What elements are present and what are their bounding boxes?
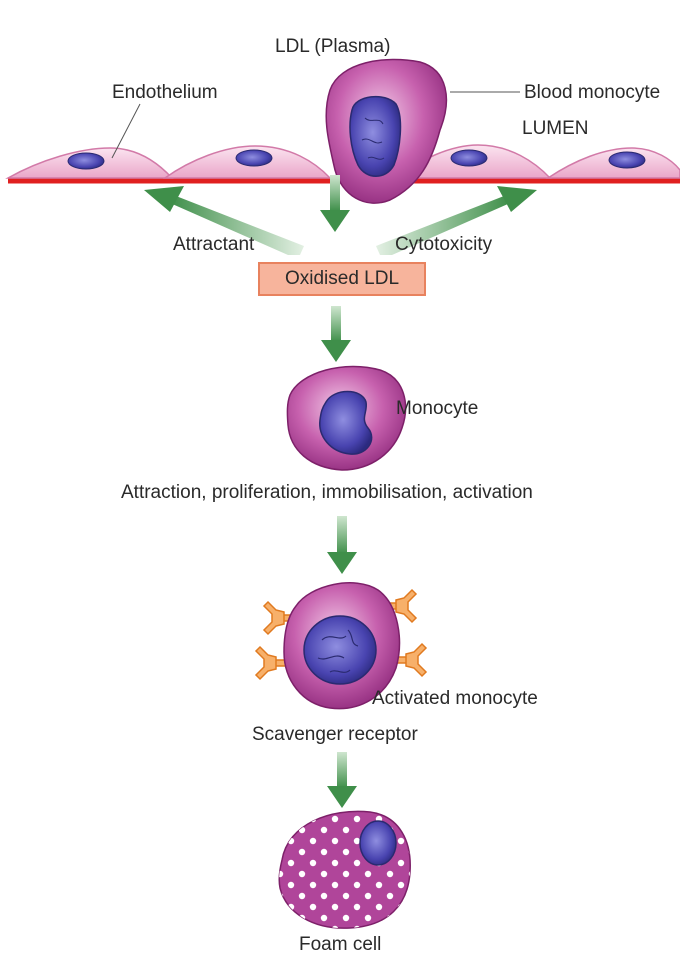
blood-monocyte-nucleus: [349, 95, 402, 177]
endothelial-nucleus-1: [67, 152, 105, 170]
activated-monocyte-cell: [254, 582, 428, 710]
lumen-label: LUMEN: [522, 118, 589, 139]
monocyte-cell: [286, 365, 407, 471]
foam-cell: [278, 810, 411, 929]
blood-monocyte-label: Blood monocyte: [524, 82, 661, 103]
endothelial-nucleus-3: [450, 149, 488, 167]
cytotoxicity-arrow: [376, 186, 537, 255]
attraction-caption: Attraction, proliferation, immobilisatio…: [121, 482, 533, 503]
attractant-arrow: [144, 186, 304, 255]
arrow-to-foam-cell: [327, 752, 357, 808]
endothelium-pointer-line: [111, 103, 141, 159]
blood-monocyte-cell: [325, 58, 448, 204]
attractant-label: Attractant: [173, 234, 255, 255]
ldl-plasma-label: LDL (Plasma): [275, 36, 391, 57]
foam-cell-label: Foam cell: [299, 934, 382, 955]
oxidised-ldl-label: Oxidised LDL: [284, 268, 400, 289]
cytotoxicity-label: Cytotoxicity: [395, 234, 493, 255]
scavenger-receptor-label: Scavenger receptor: [252, 724, 418, 745]
monocyte-label: Monocyte: [396, 398, 479, 419]
oxidised-ldl-box: Oxidised LDL: [258, 262, 426, 296]
endothelium-label: Endothelium: [112, 82, 218, 103]
activated-monocyte-label: Activated monocyte: [372, 688, 538, 709]
foam-cell-nucleus: [359, 820, 397, 866]
ldl-down-arrow: [320, 175, 350, 232]
endothelium-layer: [5, 144, 680, 184]
endothelial-nucleus-4: [608, 151, 646, 169]
activated-monocyte-nucleus: [303, 615, 377, 685]
endothelial-nucleus-2: [235, 149, 273, 167]
monocyte-nucleus: [319, 390, 373, 455]
arrow-to-monocyte: [321, 306, 351, 362]
arrow-to-activated-monocyte: [327, 516, 357, 574]
